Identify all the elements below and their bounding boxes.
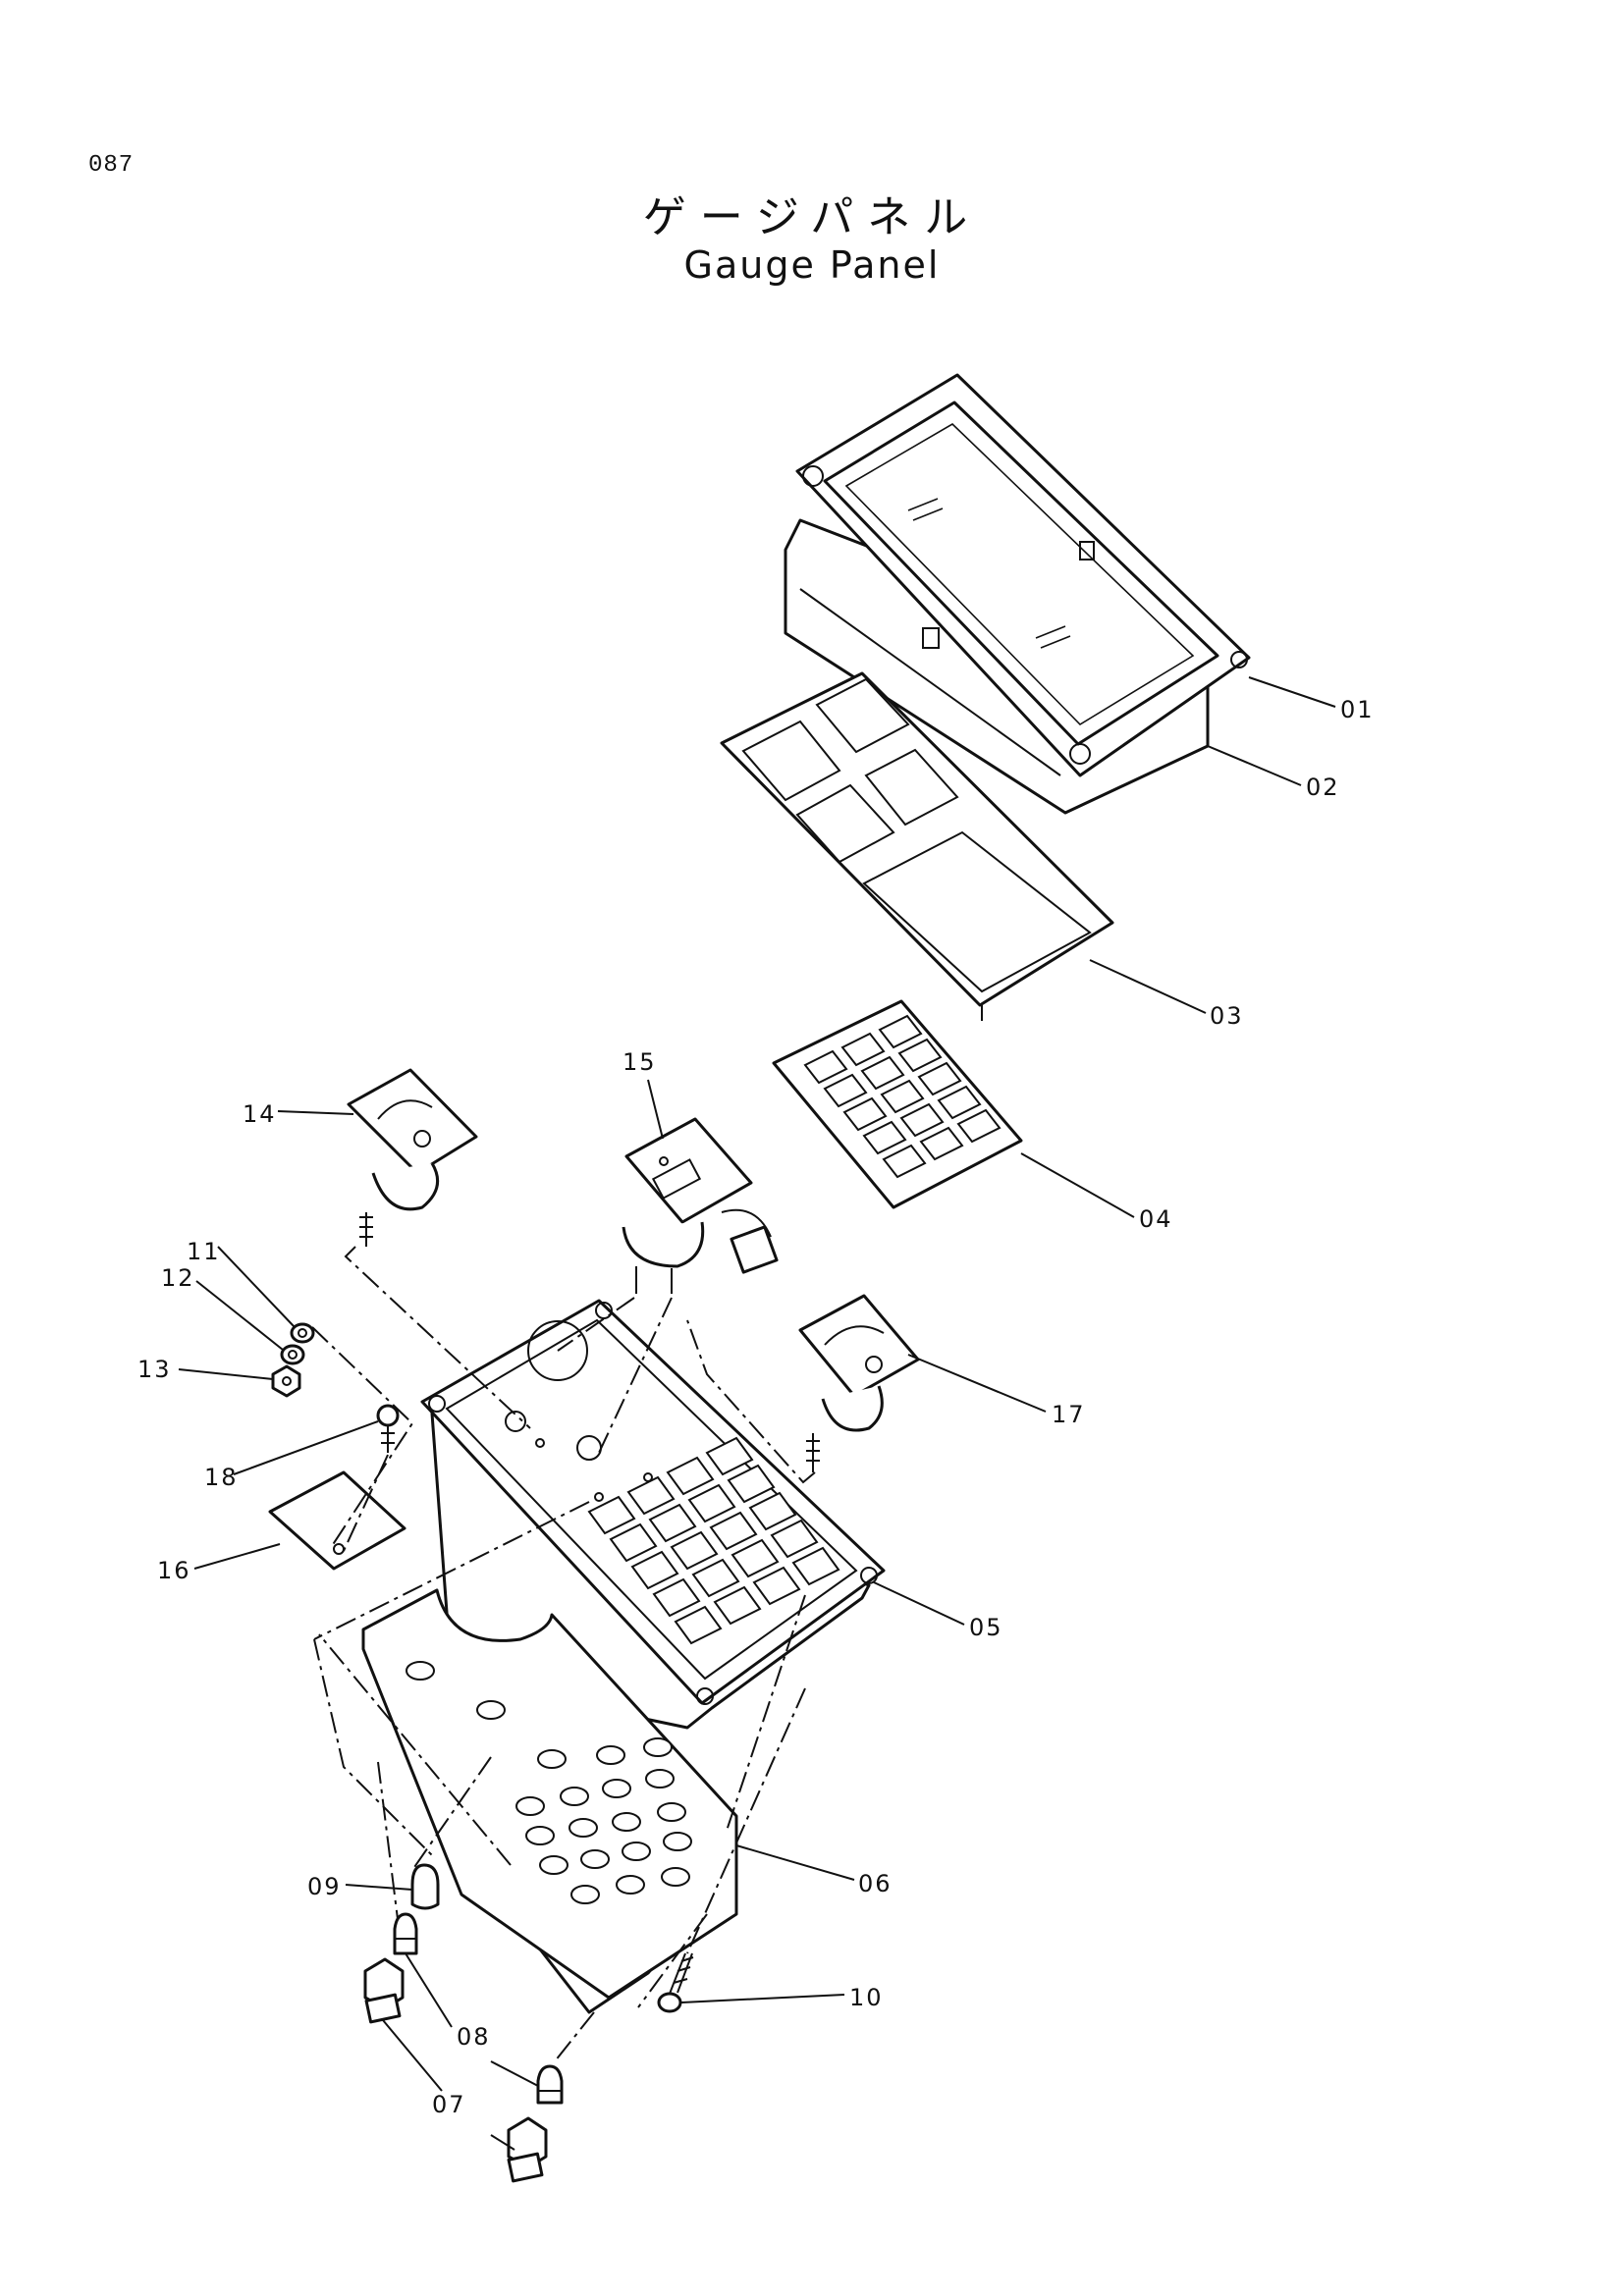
part-17-gauge xyxy=(798,1294,920,1472)
callout-06: 06 xyxy=(858,1870,893,1897)
part-13-nut xyxy=(271,1364,301,1398)
part-06-socket-plate xyxy=(361,1588,738,2014)
title-english: Gauge Panel xyxy=(683,243,941,287)
callout-labels: 01 02 03 04 05 06 07 08 09 10 11 12 13 1… xyxy=(137,696,1375,2118)
callout-08: 08 xyxy=(457,2023,491,2051)
part-03-mask-plate xyxy=(720,671,1114,1021)
callout-07: 07 xyxy=(432,2091,466,2118)
part-04-lens-sheet xyxy=(772,999,1023,1209)
callout-10: 10 xyxy=(849,1984,884,2011)
part-07-socket-lower xyxy=(507,2116,548,2183)
callout-05: 05 xyxy=(969,1614,1003,1641)
callout-04: 04 xyxy=(1139,1205,1173,1233)
callout-15: 15 xyxy=(623,1048,657,1076)
callout-02: 02 xyxy=(1306,774,1340,801)
part-18-screw xyxy=(376,1404,400,1453)
callout-18: 18 xyxy=(204,1464,239,1491)
page-number: 087 xyxy=(88,152,135,179)
part-08-bulb-lower xyxy=(536,2064,564,2105)
callout-14: 14 xyxy=(243,1100,277,1128)
callout-09: 09 xyxy=(307,1873,342,1900)
part-01-front-frame xyxy=(795,373,1251,777)
callout-12: 12 xyxy=(161,1264,195,1292)
part-11-washer xyxy=(290,1322,315,1344)
callout-01: 01 xyxy=(1340,696,1375,723)
part-09-cap xyxy=(410,1863,440,1910)
callout-11: 11 xyxy=(187,1238,221,1265)
part-14-gauge xyxy=(347,1068,478,1247)
part-10-screw xyxy=(657,1952,694,2013)
title-japanese: ゲージパネル xyxy=(642,192,982,242)
part-12-washer xyxy=(280,1344,305,1365)
part-15-hour-meter xyxy=(622,1117,779,1294)
part-08-bulb-upper xyxy=(393,1912,418,1955)
callout-17: 17 xyxy=(1052,1401,1086,1428)
part-07-socket-upper xyxy=(363,1957,405,2024)
leader-lines xyxy=(178,676,1336,2151)
callout-13: 13 xyxy=(137,1356,172,1383)
callout-03: 03 xyxy=(1210,1002,1244,1030)
callout-16: 16 xyxy=(157,1557,191,1584)
assembly-chain-lines xyxy=(311,1246,816,2062)
part-16-cover-plate xyxy=(268,1470,406,1571)
